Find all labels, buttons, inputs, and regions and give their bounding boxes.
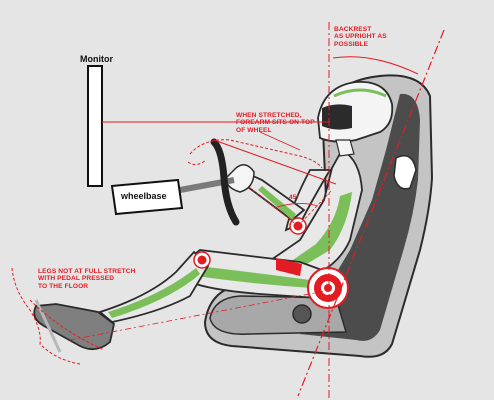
neck — [335, 139, 355, 157]
helmet-visor — [322, 104, 352, 130]
legs-note: LEGS NOT AT FULL STRETCH WITH PEDAL PRES… — [38, 268, 136, 290]
backrest-note: BACKREST AS UPRIGHT AS POSSIBLE — [334, 26, 387, 48]
harness-strap — [276, 258, 302, 276]
backrest-angle-arc — [332, 56, 419, 75]
pedal — [34, 299, 62, 353]
wheelbase-box — [110, 178, 184, 216]
suit-green-stripe — [290, 192, 352, 268]
elbow-angle-label: 45° — [289, 194, 300, 201]
monitor-panel — [87, 65, 103, 187]
backrest-angle-line — [297, 29, 445, 397]
seat-padding — [300, 93, 420, 341]
driver-shoe — [33, 303, 116, 351]
guide-lines — [69, 22, 445, 398]
leg-axis-line — [69, 289, 331, 341]
seat-cushion — [209, 295, 347, 335]
stretched-leg-ghost — [11, 267, 105, 365]
seat-belt-hole — [292, 304, 312, 324]
elbow-angle-arc — [273, 203, 319, 209]
upper-arm-line-b — [297, 189, 333, 227]
stretched-arm-ghost — [187, 139, 323, 169]
forearm-note: WHEN STRETCHED, FOREARM SITS ON TOP OF W… — [236, 112, 315, 134]
monitor-label: Monitor — [80, 54, 113, 64]
thigh-green-stripe — [196, 266, 312, 288]
forearm-green-stripe — [258, 186, 296, 220]
forearm-callout-line — [259, 131, 301, 151]
shin-green-stripe — [108, 268, 200, 318]
steering-wheel — [210, 138, 240, 226]
driver-hand — [225, 164, 255, 193]
upper-arm-line-a — [249, 187, 299, 227]
forearm-line — [213, 139, 337, 185]
seat-bolster — [393, 155, 417, 190]
helmet-stripe — [333, 88, 387, 98]
wheelbase-label: wheelbase — [121, 191, 167, 201]
